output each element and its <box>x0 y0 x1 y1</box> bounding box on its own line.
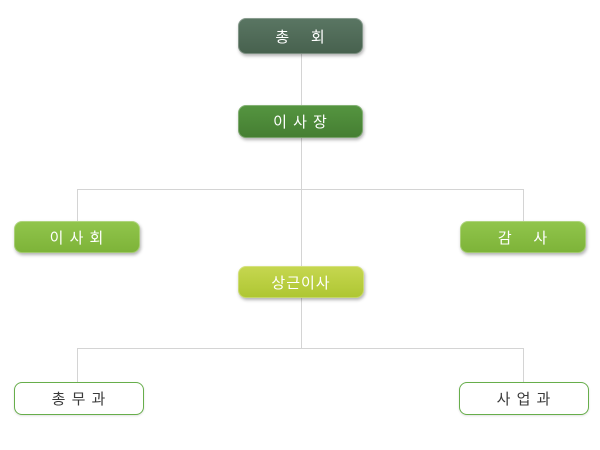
connector-drop-business <box>523 348 524 382</box>
node-general-affairs-dept: 총 무 과 <box>14 382 144 415</box>
node-auditor: 감 사 <box>460 221 586 253</box>
node-general-assembly: 총 회 <box>238 18 363 54</box>
node-board-of-directors: 이 사 회 <box>14 221 140 253</box>
connector-execdir-down <box>301 298 302 348</box>
node-general-assembly-label: 총 회 <box>275 28 326 46</box>
connector-drop-general-affairs <box>77 348 78 382</box>
connector-level4-horizontal <box>77 348 523 349</box>
node-auditor-label: 감 사 <box>497 229 549 247</box>
node-chairman: 이 사 장 <box>238 105 363 138</box>
node-executive-director-label: 상근이사 <box>271 274 331 292</box>
node-chairman-label: 이 사 장 <box>273 114 328 131</box>
connector-level3-horizontal <box>77 189 523 190</box>
node-board-of-directors-label: 이 사 회 <box>49 229 105 247</box>
node-executive-director: 상근이사 <box>238 266 364 298</box>
connector-assembly-chairman <box>301 54 302 105</box>
connector-drop-auditor <box>523 189 524 221</box>
node-general-affairs-dept-label: 총 무 과 <box>51 391 107 408</box>
connector-drop-board <box>77 189 78 221</box>
node-business-dept-label: 사 업 과 <box>496 391 552 408</box>
node-business-dept: 사 업 과 <box>459 382 589 415</box>
connector-chairman-down <box>301 138 302 266</box>
